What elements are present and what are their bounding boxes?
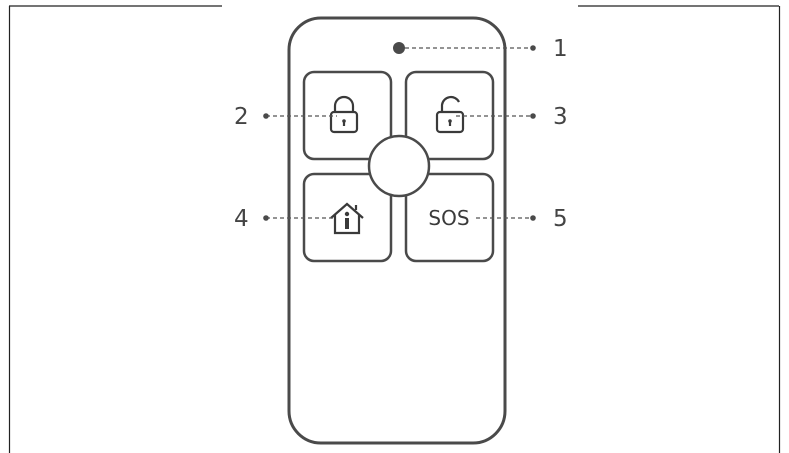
indicator-light	[393, 42, 405, 54]
lock-closed-icon	[329, 95, 359, 134]
callout-5: 5	[553, 206, 568, 232]
center-ring	[367, 134, 431, 198]
page-frame	[8, 5, 781, 453]
callout-2: 2	[234, 104, 249, 130]
lock-open-icon	[435, 95, 465, 134]
callout-4: 4	[234, 206, 249, 232]
callout-3: 3	[553, 104, 568, 130]
home-person-icon	[330, 202, 364, 235]
leader-lines	[266, 47, 533, 219]
callout-1: 1	[553, 36, 568, 62]
leader-dots	[263, 45, 536, 221]
sos-label: SOS	[428, 206, 469, 230]
